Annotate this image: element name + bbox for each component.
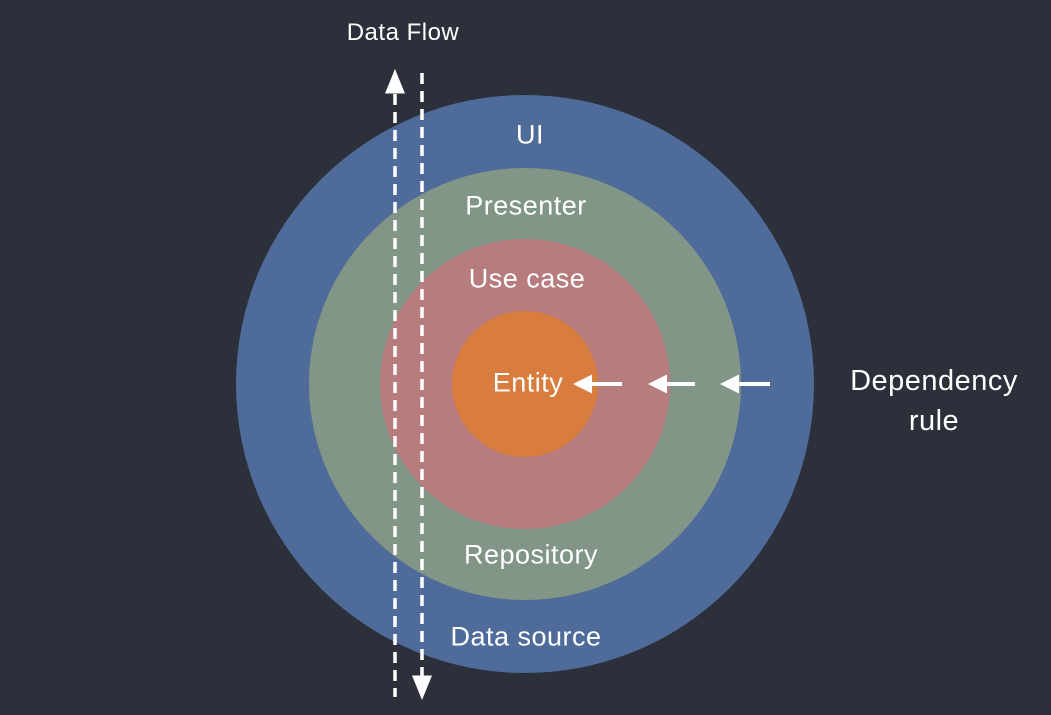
data-flow-down-arrow-icon	[412, 73, 432, 700]
dependency-arrow-outer-icon	[720, 374, 770, 394]
use-case-layer-label: Use case	[468, 263, 586, 294]
data-flow-up-arrow-icon	[385, 69, 405, 697]
dependency-arrow-inner-icon	[573, 374, 622, 394]
data-flow-label: Data Flow	[346, 19, 460, 46]
repository-layer-label: Repository	[463, 539, 599, 570]
dependency-rule-label-line2: rule	[908, 405, 960, 437]
ui-layer-label: UI	[516, 119, 544, 150]
entity-layer-label: Entity	[492, 367, 564, 398]
dependency-rule-label: Dependency rule	[850, 361, 1018, 441]
presenter-layer-label: Presenter	[465, 190, 587, 221]
data-source-layer-label: Data source	[450, 621, 602, 652]
dependency-rule-label-line1: Dependency	[850, 364, 1018, 397]
dependency-arrow-middle-icon	[648, 374, 695, 394]
